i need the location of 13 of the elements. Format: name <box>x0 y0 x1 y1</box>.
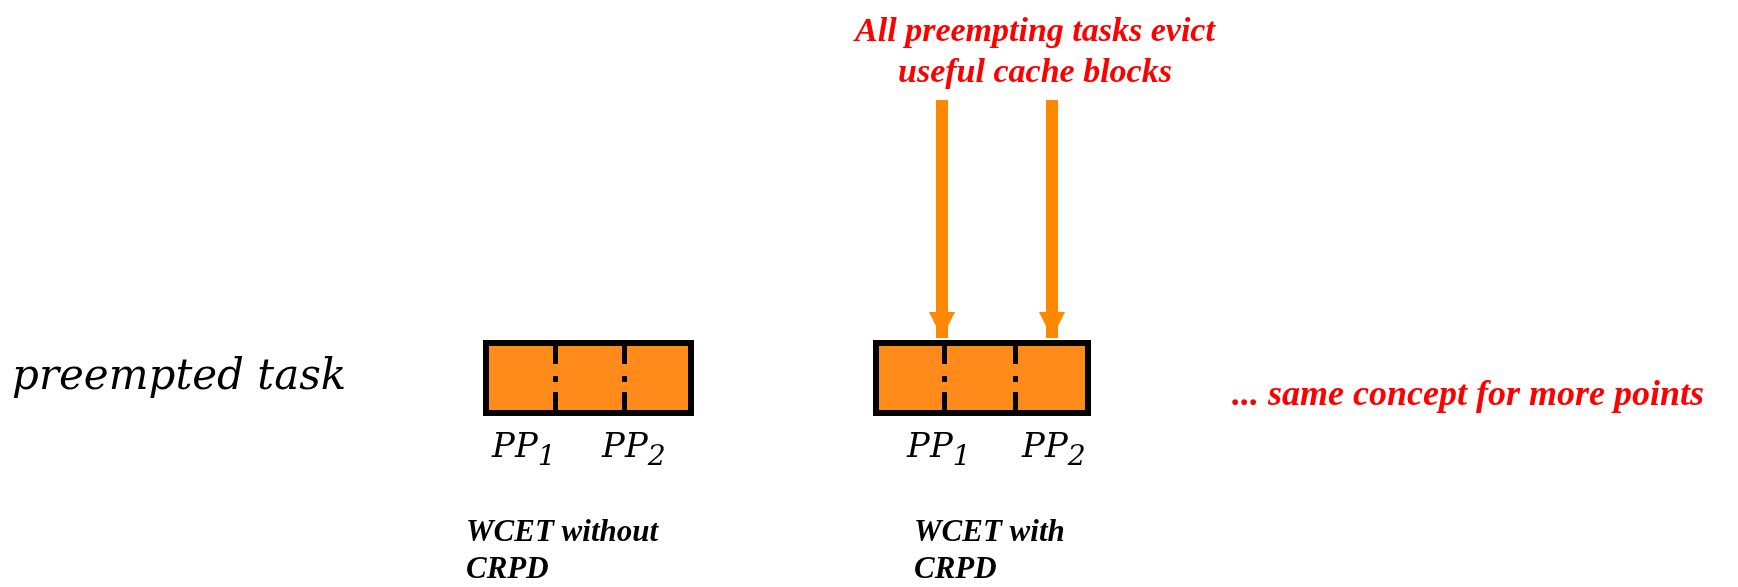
caption-text: WCET without CRPD <box>466 512 660 587</box>
task-bar <box>483 340 694 416</box>
arrow <box>1038 100 1066 338</box>
preemption-point-label: PP$_{2}$ <box>1022 425 1086 472</box>
note-text: ... same concept for more points <box>1232 372 1704 415</box>
preemption-point-label: PP$_{2}$ <box>602 425 666 472</box>
task-bar <box>873 340 1091 416</box>
preemption-point-label: PP$_{1}$ <box>907 425 971 472</box>
arrow <box>928 100 956 338</box>
preemption-point-label: PP$_{1}$ <box>492 425 556 472</box>
caption-text: WCET with CRPD <box>914 512 1066 587</box>
task-label: preempted task <box>12 350 347 399</box>
annotation-text: All preempting tasks evict useful cache blocks <box>840 10 1230 92</box>
